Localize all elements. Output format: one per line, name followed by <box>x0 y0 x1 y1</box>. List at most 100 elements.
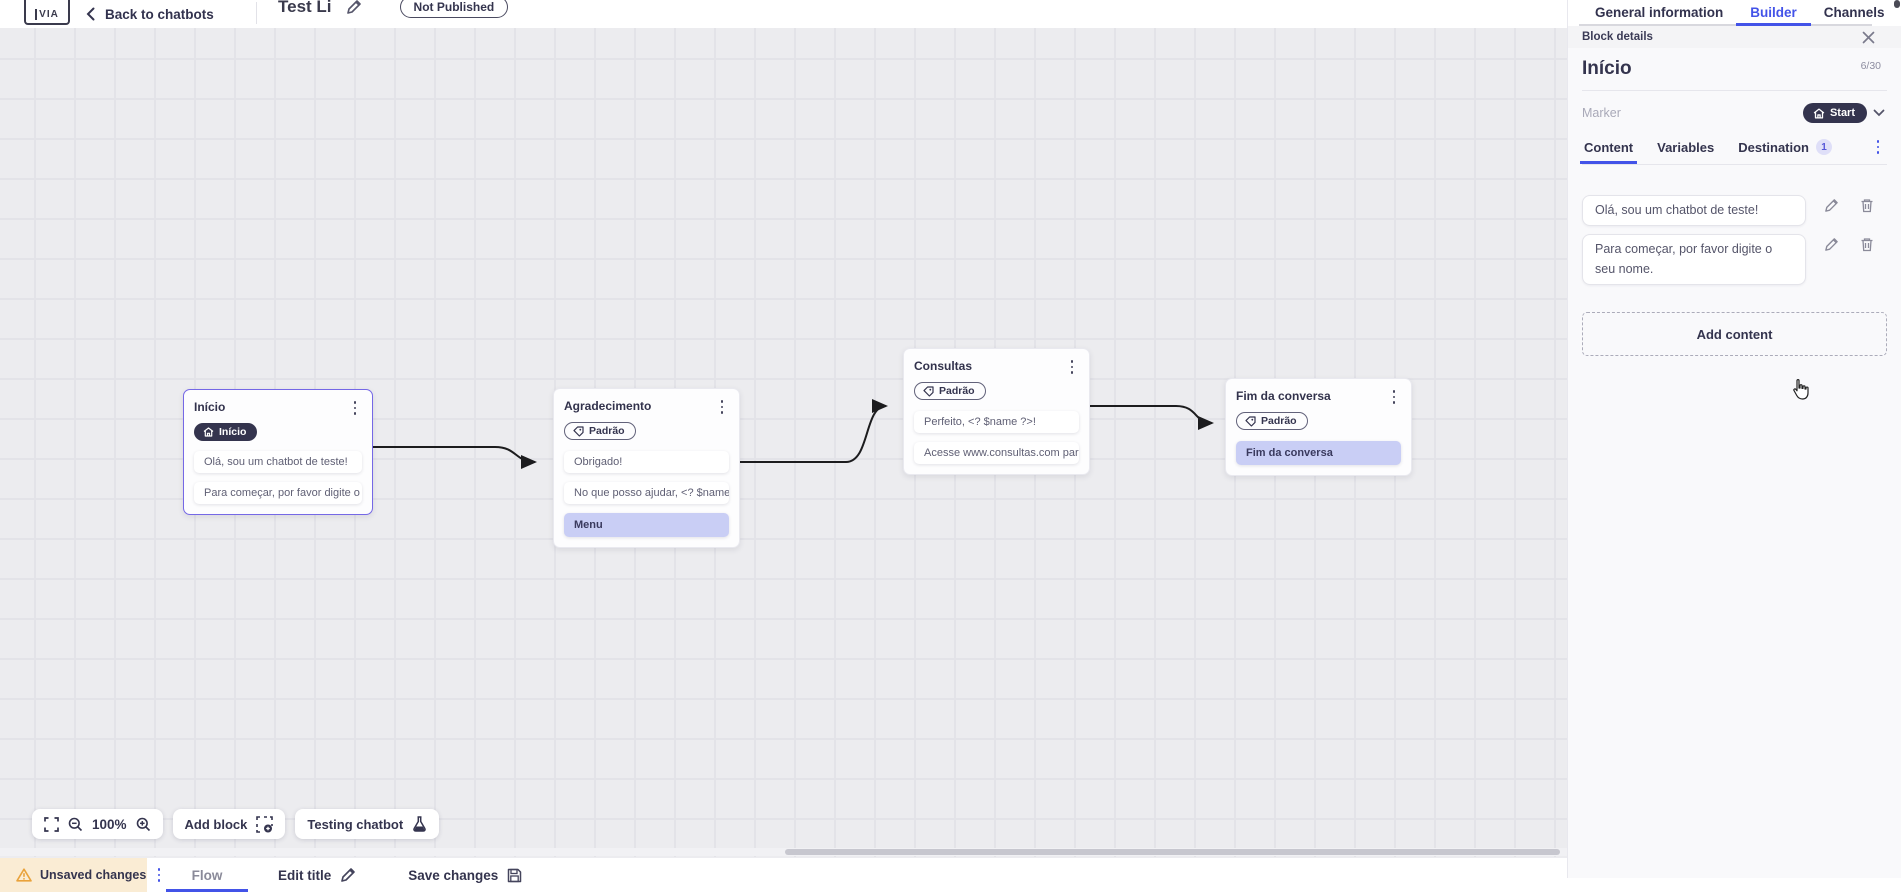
node-menu-icon[interactable] <box>348 400 362 416</box>
zoom-in-icon[interactable] <box>136 817 151 832</box>
flow-canvas[interactable]: Início Início Olá, sou um chatbot de tes… <box>0 28 1567 857</box>
tag-label: Padrão <box>1261 415 1297 427</box>
builder-top-tabs: General information Builder Channels <box>1568 0 1901 26</box>
chevron-left-icon <box>86 7 95 21</box>
edit-title-label: Edit title <box>278 867 332 883</box>
status-badge: Not Published <box>399 0 509 18</box>
delete-message-icon[interactable] <box>1860 198 1874 213</box>
unsaved-changes-badge: Unsaved changes <box>0 858 147 892</box>
edit-message-icon[interactable] <box>1824 237 1839 252</box>
content-message-row: Olá, sou um chatbot de teste! <box>1582 195 1887 227</box>
flow-node-fim-da-conversa[interactable]: Fim da conversa Padrão Fim da conversa <box>1225 378 1412 476</box>
canvas-controls: 100% Add block Testing chatbot <box>32 809 440 839</box>
delete-message-icon[interactable] <box>1860 237 1874 252</box>
home-icon <box>1813 107 1825 119</box>
tab-general-information[interactable]: General information <box>1595 4 1724 20</box>
flow-node-inicio[interactable]: Início Início Olá, sou um chatbot de tes… <box>183 389 373 515</box>
node-title: Consultas <box>914 359 973 373</box>
marker-value: Start <box>1829 107 1855 119</box>
tab-flow[interactable]: Flow <box>166 858 248 892</box>
block-detail-tabs: Content Variables Destination 1 <box>1579 139 1887 165</box>
message-card[interactable]: Perfeito, <? $name ?>! <box>914 410 1079 433</box>
tag-icon <box>923 385 934 397</box>
content-message-list: Olá, sou um chatbot de teste! Para começ… <box>1582 195 1887 286</box>
marker-start-pill[interactable]: Start <box>1802 103 1867 123</box>
divider <box>1582 90 1887 91</box>
node-menu-icon[interactable] <box>1387 389 1401 405</box>
message-card[interactable]: Obrigado! <box>564 450 729 473</box>
chatbot-title: Test Li <box>278 0 332 16</box>
edit-title-button[interactable]: Edit title <box>278 858 356 892</box>
add-block-icon <box>256 815 274 833</box>
marker-label: Marker <box>1582 106 1621 120</box>
home-icon <box>203 427 214 437</box>
tabs-menu-icon[interactable] <box>1871 139 1885 155</box>
fullscreen-icon[interactable] <box>44 816 59 832</box>
node-menu-icon[interactable] <box>1065 359 1079 375</box>
node-menu-icon[interactable] <box>715 399 729 415</box>
app-logo[interactable]: VIA <box>24 0 70 25</box>
start-marker-pill[interactable]: Início <box>194 423 258 441</box>
back-to-chatbots-button[interactable]: Back to chatbots <box>86 0 214 28</box>
menu-card[interactable]: Menu <box>564 512 729 537</box>
tab-content[interactable]: Content <box>1579 139 1638 164</box>
testing-chatbot-button[interactable]: Testing chatbot <box>295 809 440 839</box>
start-marker-label: Início <box>219 426 247 438</box>
end-card[interactable]: Fim da conversa <box>1236 440 1401 465</box>
tag-pill[interactable]: Padrão <box>1236 412 1308 430</box>
vertical-scrollbar-thumb[interactable] <box>1894 0 1900 8</box>
tag-label: Padrão <box>589 425 625 437</box>
char-counter: 6/30 <box>1860 60 1881 72</box>
app-logo-text: VIA <box>35 9 59 20</box>
horizontal-scrollbar-thumb[interactable] <box>785 849 1560 855</box>
chevron-down-icon[interactable] <box>1873 109 1885 117</box>
tag-label: Padrão <box>939 385 975 397</box>
tab-builder[interactable]: Builder <box>1736 4 1811 26</box>
horizontal-scrollbar[interactable] <box>0 848 1567 856</box>
tag-pill[interactable]: Padrão <box>564 422 636 440</box>
message-card[interactable]: Olá, sou um chatbot de teste! <box>194 451 362 473</box>
add-block-button[interactable]: Add block <box>172 809 286 839</box>
zoom-out-icon[interactable] <box>68 817 83 832</box>
edit-chatbot-title-icon[interactable] <box>346 0 362 15</box>
zoom-level: 100% <box>92 816 127 832</box>
message-card[interactable]: Acesse www.consultas.com par... <box>914 441 1079 464</box>
tab-destination[interactable]: Destination 1 <box>1738 139 1833 155</box>
message-card[interactable]: No que posso ajudar, <? $name ... <box>564 481 729 504</box>
unsaved-changes-label: Unsaved changes <box>40 868 147 882</box>
tag-icon <box>573 425 584 437</box>
bottombar: Unsaved changes Flow Edit title Save cha… <box>0 857 1567 892</box>
cursor-pointer-icon <box>1790 378 1810 402</box>
add-content-button[interactable]: Add content <box>1582 312 1887 357</box>
save-icon <box>507 868 522 883</box>
tab-destination-label: Destination <box>1738 139 1810 155</box>
zoom-controls: 100% <box>32 809 163 839</box>
tag-icon <box>1245 415 1256 427</box>
flow-node-consultas[interactable]: Consultas Padrão Perfeito, <? $name ?>! … <box>903 348 1090 475</box>
topbar: VIA Back to chatbots Test Li Not Publish… <box>0 0 1567 28</box>
chatbot-title-group: Test Li Not Published <box>278 0 509 18</box>
tabs-baseline <box>1579 24 1872 26</box>
panel-header: Block details <box>1568 26 1901 48</box>
block-name: Início <box>1582 58 1632 79</box>
save-changes-label: Save changes <box>408 867 499 883</box>
node-title: Fim da conversa <box>1236 389 1331 403</box>
flow-menu-icon[interactable] <box>152 867 166 883</box>
tab-channels[interactable]: Channels <box>1823 4 1885 20</box>
save-changes-button[interactable]: Save changes <box>408 858 522 892</box>
message-card[interactable]: Para começar, por favor digite o ... <box>194 482 362 504</box>
content-message-input[interactable]: Olá, sou um chatbot de teste! <box>1582 195 1806 227</box>
edit-message-icon[interactable] <box>1824 198 1839 213</box>
node-title: Início <box>194 400 226 414</box>
tab-variables[interactable]: Variables <box>1657 139 1715 155</box>
flow-node-agradecimento[interactable]: Agradecimento Padrão Obrigado! No que po… <box>553 388 740 548</box>
topbar-divider <box>256 2 257 24</box>
destination-count-badge: 1 <box>1816 139 1833 155</box>
tag-pill[interactable]: Padrão <box>914 382 986 400</box>
marker-row: Marker Start <box>1582 103 1887 123</box>
warning-icon <box>16 868 32 882</box>
content-message-input[interactable]: Para começar, por favor digite o seu nom… <box>1582 234 1806 286</box>
add-block-label: Add block <box>184 816 248 832</box>
close-icon[interactable] <box>1862 31 1875 44</box>
content-message-row: Para começar, por favor digite o seu nom… <box>1582 234 1887 286</box>
